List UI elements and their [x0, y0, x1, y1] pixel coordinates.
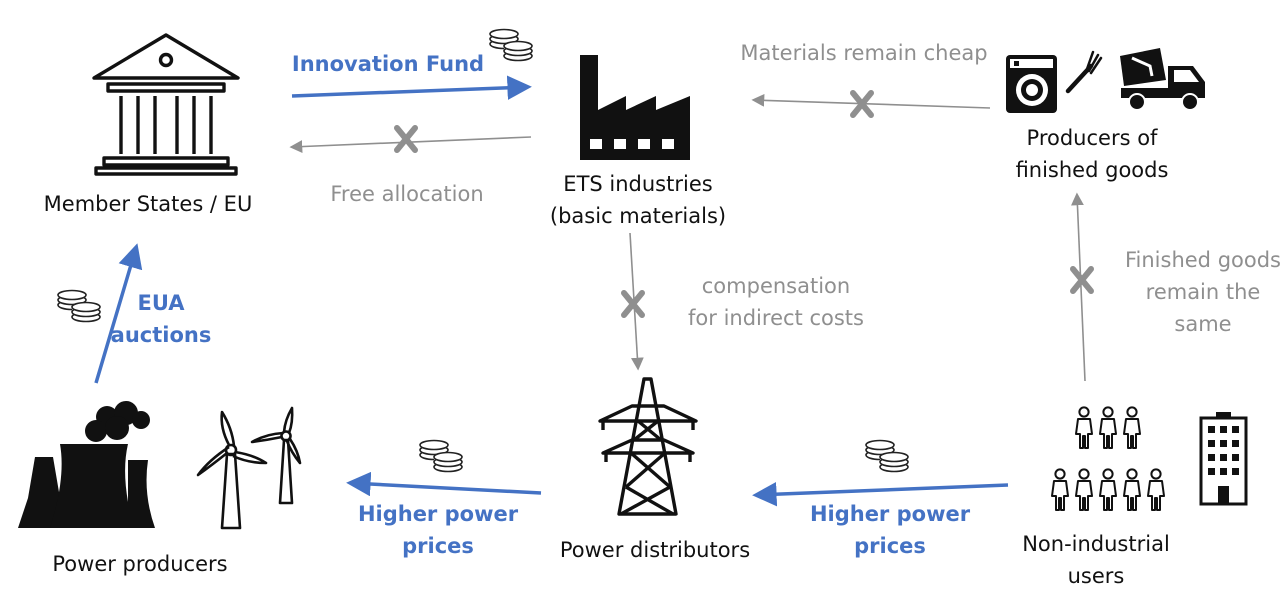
non-industrial-users-label: Non-industrial users: [1000, 528, 1192, 592]
compensation-line: for indirect costs: [688, 306, 864, 330]
higher-prices-line: Higher power: [809, 502, 971, 526]
coins-icon: [866, 441, 908, 472]
higher-prices-line: Higher power: [357, 502, 519, 526]
higher-prices-left-label: Higher power prices: [350, 498, 526, 562]
fork-icon: [1065, 50, 1103, 94]
ets-industries-label: ETS industries (basic materials): [522, 168, 754, 232]
higher-prices-right-arrow: [752, 481, 1009, 507]
innovation-fund-label: Innovation Fund: [291, 52, 485, 76]
office-building-icon: [1199, 412, 1248, 506]
power-distributors-label: Power distributors: [559, 538, 751, 562]
non-industrial-line: users: [1067, 564, 1125, 588]
finished-goods-arrow: [1071, 192, 1086, 382]
materials-cheap-label: Materials remain cheap: [740, 41, 988, 65]
non-industrial-line: Non-industrial: [1022, 532, 1170, 556]
eua-auctions-line: auctions: [110, 323, 212, 347]
ets-industries-line: ETS industries: [563, 172, 713, 196]
ets-industries-line: (basic materials): [549, 204, 727, 228]
higher-prices-right-label: Higher power prices: [802, 498, 978, 562]
materials-cheap-arrow: [751, 93, 991, 109]
eua-auctions-line: EUA: [137, 291, 185, 315]
finished-goods-line: same: [1174, 312, 1232, 336]
cross-icon: [1073, 269, 1091, 291]
coins-icon: [420, 441, 462, 472]
finished-goods-label: Finished goods remain the same: [1118, 244, 1288, 340]
cross-icon: [397, 128, 415, 150]
free-allocation-label: Free allocation: [330, 182, 484, 206]
innovation-fund-arrow: [291, 75, 532, 100]
member-states-label: Member States / EU: [43, 192, 253, 216]
people-group-icon: [1051, 406, 1165, 511]
eua-auctions-arrow: [94, 243, 143, 384]
coins-icon: [58, 291, 100, 322]
higher-prices-line: prices: [402, 534, 474, 558]
cement-truck-icon: [1120, 48, 1205, 111]
compensation-line: compensation: [701, 274, 851, 298]
producers-line: Producers of: [1026, 126, 1158, 150]
wind-turbine-icon: [196, 406, 302, 530]
factory-icon: [580, 55, 690, 160]
compensation-label: compensation for indirect costs: [666, 270, 886, 334]
power-producers-label: Power producers: [52, 552, 228, 576]
higher-prices-line: prices: [854, 534, 926, 558]
finished-goods-line: remain the: [1145, 280, 1261, 304]
finished-goods-line: Finished goods: [1124, 248, 1281, 272]
nuclear-plant-icon: [18, 401, 155, 528]
coins-icon: [490, 30, 532, 61]
higher-prices-left-arrow: [346, 471, 542, 497]
eua-auctions-label: EUA auctions: [106, 287, 216, 351]
producers-line: finished goods: [1015, 158, 1169, 182]
washing-machine-icon: [1006, 55, 1057, 113]
producers-label: Producers of finished goods: [990, 122, 1194, 186]
power-pylon-icon: [598, 377, 698, 516]
bank-building-icon: [92, 33, 240, 176]
